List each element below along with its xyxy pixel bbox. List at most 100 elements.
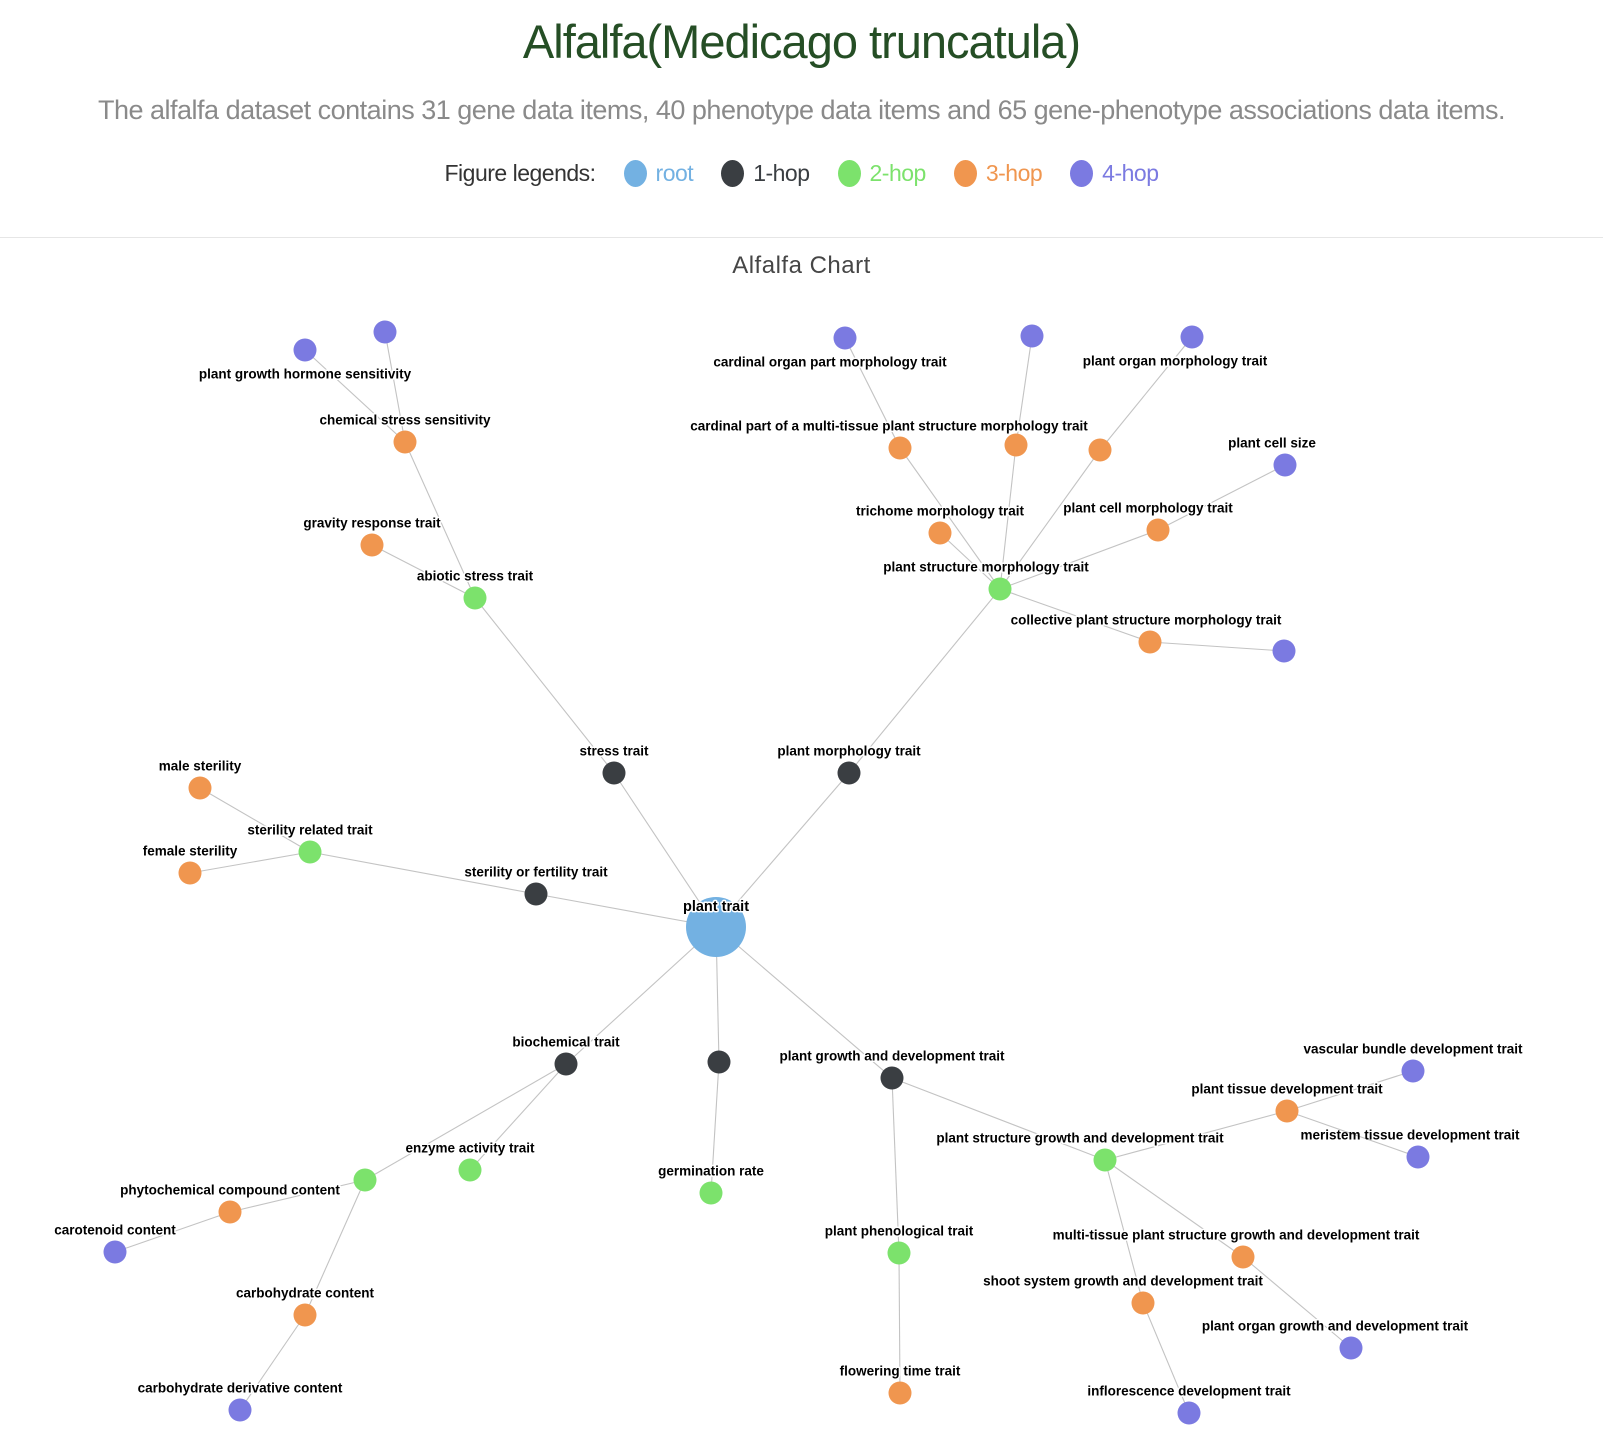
graph-node-plant-growth-and-development-trait[interactable] (880, 1066, 904, 1090)
graph-edge-plant-structure-morphology-trait--cardinal-part-of-a-multi-tissue-plant-structure-morphology-trait (899, 447, 1001, 590)
graph-node-node-2hop-unlabeled[interactable] (353, 1168, 377, 1192)
legend-marker-hop2 (837, 160, 861, 187)
graph-node-plant-cell-size[interactable] (1273, 453, 1297, 477)
graph-node-label-plant-structure-morphology-trait: plant structure morphology trait (883, 560, 1089, 575)
graph-node-phytochemical-compound-content[interactable] (218, 1200, 242, 1224)
graph-node-plant-organ-morphology-trait[interactable] (1180, 325, 1204, 349)
graph-node-plant-cell-morphology-trait[interactable] (1146, 518, 1170, 542)
graph-node-sterility-related-trait[interactable] (298, 840, 322, 864)
graph-node-label-phytochemical-compound-content: phytochemical compound content (120, 1183, 340, 1198)
graph-node-sterility-or-fertility-trait[interactable] (524, 882, 548, 906)
graph-edge-plant-structure-morphology-trait--trichome-morphology-trait (939, 532, 1001, 590)
legend-item-hop4[interactable]: 4-hop (1070, 160, 1159, 187)
graph-node-label-plant-phenological-trait: plant phenological trait (825, 1224, 974, 1239)
legend-marker-hop3 (953, 160, 977, 187)
graph-node-node-1hop-unlabeled[interactable] (707, 1050, 731, 1074)
graph-node-label-plant-organ-morphology-trait: plant organ morphology trait (1083, 354, 1268, 369)
graph-node-label-inflorescence-development-trait: inflorescence development trait (1087, 1384, 1291, 1399)
graph-node-biochemical-trait[interactable] (554, 1052, 578, 1076)
graph-node-male-sterility[interactable] (188, 776, 212, 800)
graph-node-label-germination-rate: germination rate (658, 1164, 764, 1179)
legend-marker-hop4 (1070, 160, 1094, 187)
graph-node-germination-rate[interactable] (699, 1181, 723, 1205)
graph-node-carbohydrate-derivative-content[interactable] (228, 1398, 252, 1422)
graph-edge-node-3hop-unlabeled-1--node-4hop-unlabeled-2 (1015, 335, 1033, 446)
graph-node-node-4hop-unlabeled-3[interactable] (1272, 639, 1296, 663)
legend-label-hop1: 1-hop (753, 160, 810, 186)
legend-label-root: root (655, 160, 694, 186)
graph-edge-biochemical-trait--enzyme-activity-trait (469, 1063, 567, 1171)
graph-edge-shoot-system-growth-and-development-trait--inflorescence-development-trait (1142, 1302, 1190, 1414)
legend-item-root[interactable]: root (623, 160, 694, 187)
graph-node-collective-plant-structure-morphology-trait[interactable] (1138, 630, 1162, 654)
graph-node-label-carbohydrate-content: carbohydrate content (236, 1286, 375, 1301)
graph-node-flowering-time-trait[interactable] (888, 1381, 912, 1405)
graph-node-plant-structure-morphology-trait[interactable] (988, 577, 1012, 601)
graph-node-vascular-bundle-development-trait[interactable] (1401, 1059, 1425, 1083)
graph-edge-plant-structure-morphology-trait--collective-plant-structure-morphology-trait (999, 588, 1151, 643)
graph-edge-multi-tissue-plant-structure-growth-and-development-trait--plant-organ-growth-and-development-trait (1242, 1256, 1352, 1349)
graph-node-label-plant-cell-morphology-trait: plant cell morphology trait (1063, 501, 1233, 516)
graph-edge-sterility-related-trait--female-sterility (189, 851, 311, 874)
graph-node-abiotic-stress-trait[interactable] (463, 586, 487, 610)
graph-edge-chemical-stress-sensitivity--node-4hop-unlabeled-1 (384, 331, 406, 443)
graph-node-label-plant-growth-hormone-sensitivity: plant growth hormone sensitivity (199, 367, 412, 382)
graph-node-plant-structure-growth-and-development-trait[interactable] (1093, 1148, 1117, 1172)
graph-node-multi-tissue-plant-structure-growth-and-development-trait[interactable] (1231, 1245, 1255, 1269)
graph-node-plant-trait[interactable] (686, 897, 746, 957)
graph-node-female-sterility[interactable] (178, 861, 202, 885)
graph-node-gravity-response-trait[interactable] (360, 533, 384, 557)
graph-edge-phytochemical-compound-content--carotenoid-content (114, 1211, 231, 1253)
graph-node-node-4hop-unlabeled-2[interactable] (1020, 324, 1044, 348)
graph-node-node-3hop-unlabeled-2[interactable] (1088, 438, 1112, 462)
graph-edge-plant-growth-and-development-trait--plant-structure-growth-and-development-trait (891, 1077, 1106, 1161)
graph-edge-node-1hop-unlabeled--germination-rate (710, 1061, 720, 1194)
graph-node-label-cardinal-part-of-a-multi-tissue-plant-structure-morphology-trait: cardinal part of a multi-tissue plant st… (690, 419, 1088, 434)
graph-nodes (103, 320, 1430, 1425)
graph-edge-plant-trait--biochemical-trait (565, 926, 717, 1065)
graph-node-inflorescence-development-trait[interactable] (1177, 1401, 1201, 1425)
graph-edge-carbohydrate-content--carbohydrate-derivative-content (239, 1314, 306, 1411)
chart-divider (0, 237, 1603, 238)
graph-node-enzyme-activity-trait[interactable] (458, 1158, 482, 1182)
graph-node-label-cardinal-organ-part-morphology-trait: cardinal organ part morphology trait (713, 355, 947, 370)
graph-node-plant-phenological-trait[interactable] (887, 1241, 911, 1265)
graph-edge-plant-structure-morphology-trait--plant-cell-morphology-trait (999, 529, 1159, 590)
graph-node-meristem-tissue-development-trait[interactable] (1406, 1145, 1430, 1169)
graph-node-plant-tissue-development-trait[interactable] (1275, 1099, 1299, 1123)
graph-edge-node-3hop-unlabeled-2--plant-organ-morphology-trait (1099, 336, 1193, 451)
graph-node-plant-morphology-trait[interactable] (837, 761, 861, 785)
graph-node-carotenoid-content[interactable] (103, 1240, 127, 1264)
graph-node-shoot-system-growth-and-development-trait[interactable] (1131, 1291, 1155, 1315)
graph-node-node-3hop-unlabeled-1[interactable] (1004, 433, 1028, 457)
graph-node-plant-growth-hormone-sensitivity[interactable] (293, 338, 317, 362)
graph-edge-plant-tissue-development-trait--meristem-tissue-development-trait (1286, 1110, 1419, 1158)
graph-node-label-collective-plant-structure-morphology-trait: collective plant structure morphology tr… (1011, 613, 1282, 628)
graph-node-chemical-stress-sensitivity[interactable] (393, 430, 417, 454)
graph-node-label-multi-tissue-plant-structure-growth-and-development-trait: multi-tissue plant structure growth and … (1053, 1228, 1420, 1243)
legend-item-hop1[interactable]: 1-hop (721, 160, 810, 187)
graph-node-plant-organ-growth-and-development-trait[interactable] (1339, 1336, 1363, 1360)
graph-node-label-sterility-related-trait: sterility related trait (247, 823, 373, 838)
graph-edge-plant-phenological-trait--flowering-time-trait (898, 1252, 901, 1394)
legend-marker-hop1 (721, 160, 745, 187)
graph-node-cardinal-part-of-a-multi-tissue-plant-structure-morphology-trait[interactable] (888, 436, 912, 460)
graph-node-cardinal-organ-part-morphology-trait[interactable] (833, 326, 857, 350)
graph-edge-plant-structure-morphology-trait--node-3hop-unlabeled-2 (999, 449, 1101, 590)
graph-edge-plant-structure-growth-and-development-trait--multi-tissue-plant-structure-growth-and-development-trait (1104, 1159, 1244, 1258)
graph-node-stress-trait[interactable] (602, 761, 626, 785)
graph-edge-plant-tissue-development-trait--vascular-bundle-development-trait (1286, 1070, 1414, 1112)
legend-item-hop2[interactable]: 2-hop (837, 160, 926, 187)
graph-node-node-4hop-unlabeled-1[interactable] (373, 320, 397, 344)
graph-node-trichome-morphology-trait[interactable] (928, 521, 952, 545)
graph-edges (114, 331, 1419, 1414)
graph-node-carbohydrate-content[interactable] (293, 1303, 317, 1327)
graph-node-label-male-sterility: male sterility (159, 759, 242, 774)
graph-node-label-sterility-or-fertility-trait: sterility or fertility trait (464, 865, 608, 880)
legend-item-hop3[interactable]: 3-hop (953, 160, 1043, 187)
graph-node-label-meristem-tissue-development-trait: meristem tissue development trait (1300, 1128, 1520, 1143)
graph-edge-node-2hop-unlabeled--carbohydrate-content (304, 1179, 366, 1316)
graph-edge-chemical-stress-sensitivity--plant-growth-hormone-sensitivity (304, 349, 406, 443)
graph-edge-stress-trait--abiotic-stress-trait (474, 597, 615, 774)
